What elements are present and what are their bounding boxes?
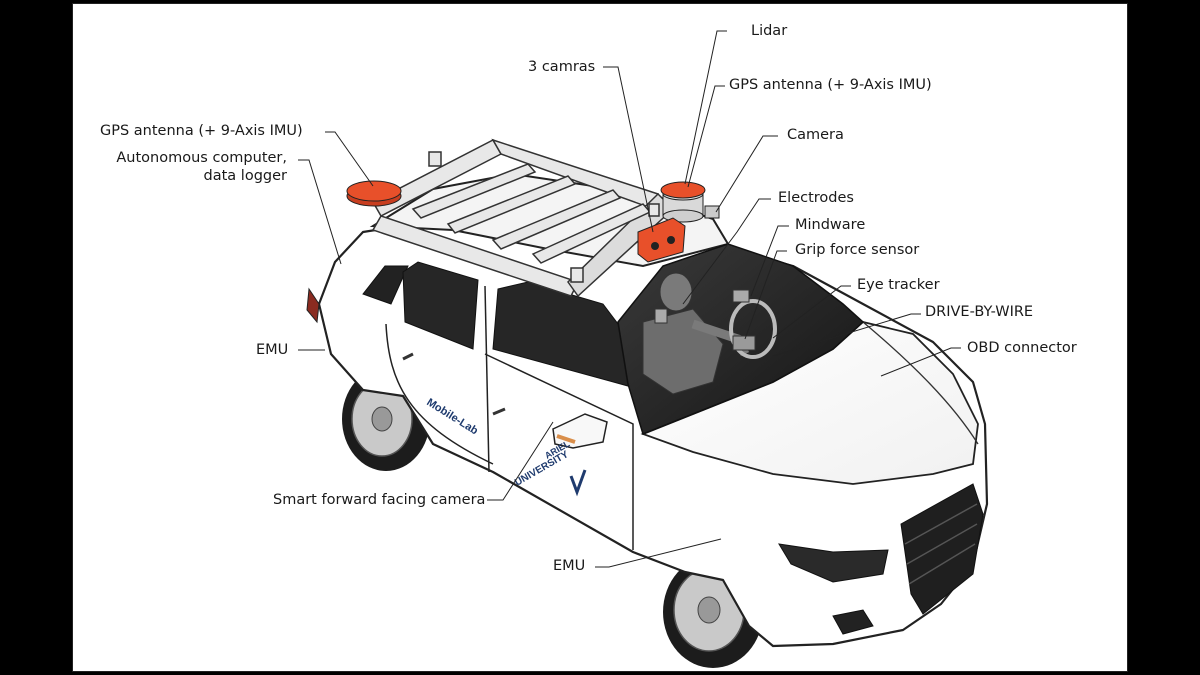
label-obd-connector: OBD connector [967, 340, 1077, 356]
headlight [778, 543, 889, 583]
car-illustration: Mobile-Lab ARIEL UNIVERSITY [298, 30, 989, 668]
label-drive-by-wire: DRIVE-BY-WIRE [925, 304, 1034, 320]
label-gps-antenna-right: GPS antenna (+ 9-Axis IMU) [729, 77, 932, 93]
label-camera: Camera [787, 127, 844, 143]
label-emu-left: EMU [256, 342, 289, 358]
fog-light [832, 609, 874, 635]
gps-antenna-left [346, 180, 402, 207]
diagram-frame: Mobile-Lab ARIEL UNIVERSITY Lidar 3 camr… [72, 3, 1128, 672]
label-eye-tracker: Eye tracker [857, 277, 940, 293]
logo-mark [569, 469, 587, 497]
label-electrodes: Electrodes [778, 190, 854, 206]
label-three-cameras: 3 camras [528, 59, 596, 75]
roof-rack [371, 138, 675, 298]
label-autonomous-computer: Autonomous computer, data logger [73, 149, 287, 185]
label-emu-bottom: EMU [553, 558, 586, 574]
tail-light [306, 287, 320, 324]
label-grip-force-sensor: Grip force sensor [795, 242, 920, 258]
leader-lines [298, 30, 961, 568]
label-mindware: Mindware [795, 217, 866, 233]
rear-quarter-window [362, 265, 409, 305]
label-gps-antenna-left: GPS antenna (+ 9-Axis IMU) [100, 123, 303, 139]
label-smart-camera: Smart forward facing camera [273, 492, 486, 508]
three-camera-block [637, 217, 686, 263]
grille [900, 483, 984, 615]
lidar-unit [660, 181, 720, 223]
driver-figure [642, 272, 777, 395]
rear-door-window [402, 261, 479, 350]
label-lidar: Lidar [751, 23, 788, 39]
label-autonomous-computer-line2: data logger [203, 168, 287, 184]
label-autonomous-computer-line1: Autonomous computer, [116, 150, 287, 166]
